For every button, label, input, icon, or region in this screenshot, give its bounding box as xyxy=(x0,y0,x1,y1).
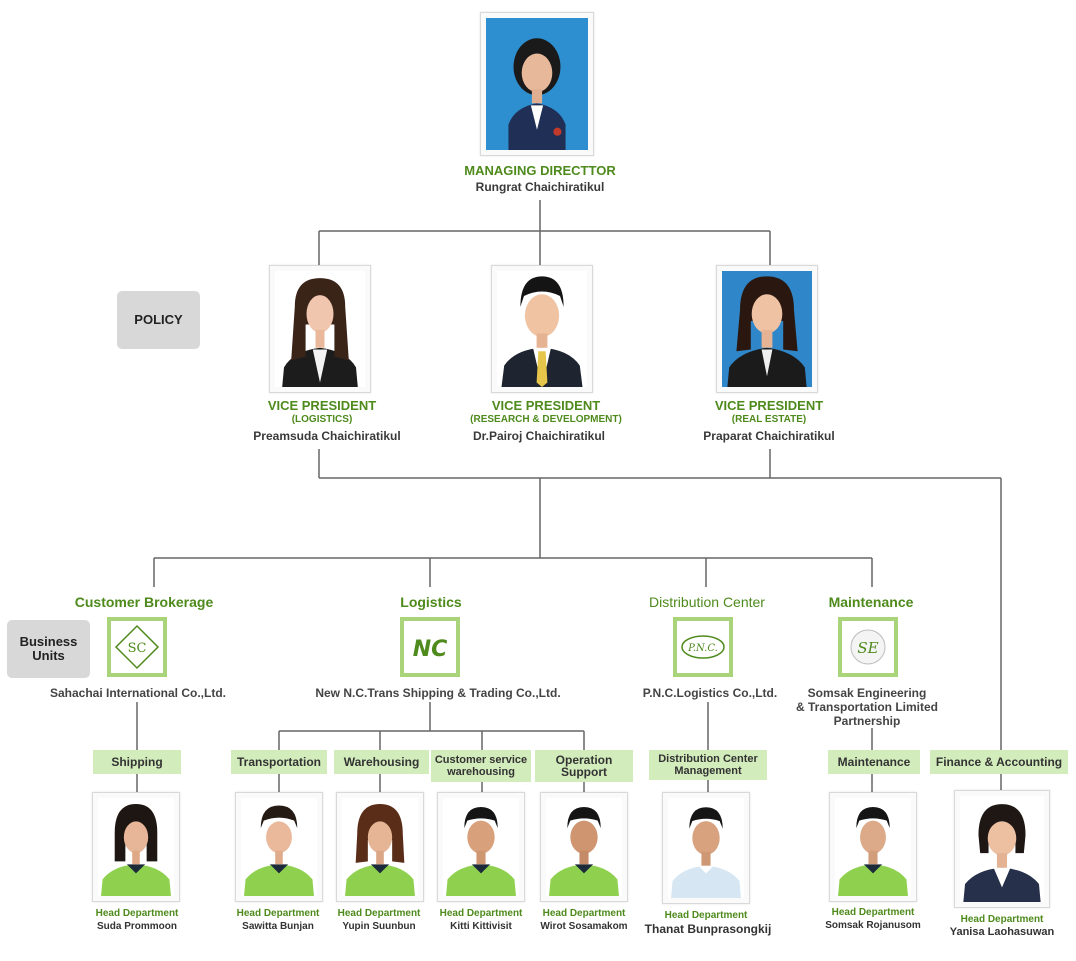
head-maintenance-name: Somsak Rojanusom xyxy=(825,920,921,931)
head-dc-management-name: Thanat Bunprasongkij xyxy=(644,922,772,936)
unit-maintenance-company-line-2: & Transportation Limited xyxy=(795,700,938,714)
dept-maintenance: Maintenance xyxy=(828,750,920,774)
vp-real-estate-title: VICE PRESIDENT xyxy=(714,398,824,413)
dept-shipping: Shipping xyxy=(93,750,181,774)
vp-research-division: (RESEARCH & DEVELOPMENT) xyxy=(470,414,622,425)
vp-research-title: VICE PRESIDENT xyxy=(491,398,601,413)
head-dc-management-photo xyxy=(662,792,750,904)
unit-distribution-center-title: Distribution Center xyxy=(649,594,765,610)
head-shipping-role: Head Department xyxy=(95,908,179,919)
head-operation-support-photo xyxy=(540,792,628,902)
vp-real-estate-name: Praparat Chaichiratikul xyxy=(703,429,835,443)
unit-distribution-center-company: P.N.C.Logistics Co.,Ltd. xyxy=(642,686,778,700)
dept-dc-management-line-1: Distribution Center xyxy=(658,753,758,765)
business-units-label: Business Units xyxy=(7,620,90,678)
head-warehousing-photo xyxy=(336,792,424,902)
unit-logistics-title: Logistics xyxy=(400,594,462,610)
nc-logo-text: NC xyxy=(413,637,448,662)
se-logo-text: SE xyxy=(857,639,878,657)
head-customer-service-name: Kitti Kittivisit xyxy=(450,921,512,932)
dept-customer-service-warehousing: Customer service warehousing xyxy=(431,750,531,782)
pnc-logo-icon: P.N.C. xyxy=(673,617,733,677)
vp-logistics-photo xyxy=(269,265,371,393)
unit-customer-brokerage-title: Customer Brokerage xyxy=(74,594,214,610)
unit-customer-brokerage-company: Sahachai International Co.,Ltd. xyxy=(49,686,227,700)
head-warehousing-role: Head Department xyxy=(337,908,421,919)
vp-logistics-title: VICE PRESIDENT xyxy=(267,398,377,413)
head-transportation-name: Sawitta Bunjan xyxy=(242,921,314,932)
managing-director-name: Rungrat Chaichiratikul xyxy=(475,180,605,194)
vp-real-estate-division: (REAL ESTATE) xyxy=(731,414,807,425)
unit-logistics-company: New N.C.Trans Shipping & Trading Co.,Ltd… xyxy=(315,686,561,700)
dept-customer-service-line-2: warehousing xyxy=(447,766,515,778)
unit-maintenance-company-line-3: Partnership xyxy=(833,714,901,728)
dept-customer-service-line-1: Customer service xyxy=(434,754,528,766)
head-customer-service-role: Head Department xyxy=(439,908,523,919)
dept-dc-management-line-2: Management xyxy=(674,765,742,777)
head-dc-management-role: Head Department xyxy=(664,910,748,921)
head-transportation-role: Head Department xyxy=(236,908,320,919)
dept-distribution-center-management: Distribution Center Management xyxy=(649,750,767,780)
unit-maintenance-company: Somsak Engineering & Transportation Limi… xyxy=(772,686,962,728)
policy-label: POLICY xyxy=(117,291,200,349)
dept-transportation: Transportation xyxy=(231,750,327,774)
head-warehousing-name: Yupin Suunbun xyxy=(342,921,416,932)
sc-logo-text: SC xyxy=(128,641,147,656)
head-customer-service-photo xyxy=(437,792,525,902)
managing-director-photo xyxy=(480,12,594,156)
sc-logo-icon: SC xyxy=(107,617,167,677)
unit-maintenance-company-line-1: Somsak Engineering xyxy=(807,686,927,700)
head-maintenance-role: Head Department xyxy=(831,907,915,918)
head-finance-name: Yanisa Laohasuwan xyxy=(949,926,1055,938)
dept-operation-support-line-2: Support xyxy=(561,765,607,779)
vp-logistics-name: Preamsuda Chaichiratikul xyxy=(253,429,401,443)
head-operation-support-role: Head Department xyxy=(542,908,626,919)
dept-operation-support: Operation Support xyxy=(535,750,633,782)
dept-operation-support-line-1: Operation xyxy=(555,753,613,767)
vp-logistics-division: (LOGISTICS) xyxy=(291,414,353,425)
nc-logo-icon: NC xyxy=(400,617,460,677)
dept-finance-accounting: Finance & Accounting xyxy=(930,750,1068,774)
unit-maintenance-title: Maintenance xyxy=(828,594,914,610)
head-finance-photo xyxy=(954,790,1050,908)
pnc-logo-text: P.N.C. xyxy=(687,643,718,654)
head-transportation-photo xyxy=(235,792,323,902)
head-operation-support-name: Wirot Sosamakom xyxy=(540,921,628,932)
se-logo-icon: SE xyxy=(838,617,898,677)
head-shipping-photo xyxy=(92,792,180,902)
managing-director-title: MANAGING DIRECTTOR xyxy=(464,163,616,178)
dept-warehousing: Warehousing xyxy=(334,750,429,774)
vp-research-name: Dr.Pairoj Chaichiratikul xyxy=(472,429,606,443)
head-maintenance-photo xyxy=(829,792,917,902)
head-finance-role: Head Department xyxy=(960,914,1044,925)
vp-research-photo xyxy=(491,265,593,393)
vp-real-estate-photo xyxy=(716,265,818,393)
head-shipping-name: Suda Prommoon xyxy=(96,921,177,932)
